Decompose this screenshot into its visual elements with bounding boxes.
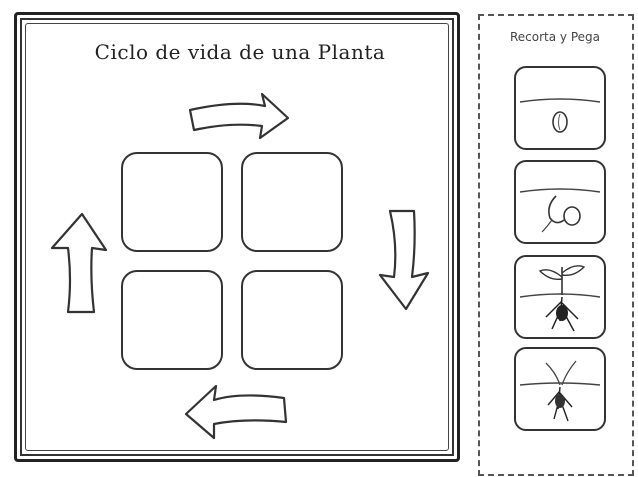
cutout-card-4[interactable]: [514, 347, 606, 431]
arrow-right-icon: [188, 92, 290, 140]
young-plant-roots-icon: [519, 265, 601, 332]
cycle-box-3[interactable]: [121, 270, 223, 370]
cutout-card-1[interactable]: [514, 66, 606, 150]
cutout-title: Recorta y Pega: [509, 30, 600, 44]
seed-in-soil-icon: [519, 98, 601, 133]
cutout-card-3[interactable]: [514, 255, 606, 339]
cutout-strip: [478, 14, 634, 476]
worksheet-inner-border: [25, 23, 449, 451]
sprouting-seed-icon: [519, 188, 601, 233]
cycle-box-1[interactable]: [121, 152, 223, 252]
worksheet-frame: [14, 12, 460, 462]
arrow-left-icon: [184, 384, 288, 440]
seedling-roots-icon: [519, 360, 601, 422]
worksheet-title: Ciclo de vida de una Planta: [94, 40, 386, 64]
arrow-down-icon: [378, 209, 430, 311]
cutout-card-2[interactable]: [514, 160, 606, 244]
cycle-box-2[interactable]: [241, 152, 343, 252]
arrow-up-icon: [50, 212, 108, 314]
cycle-box-4[interactable]: [241, 270, 343, 370]
